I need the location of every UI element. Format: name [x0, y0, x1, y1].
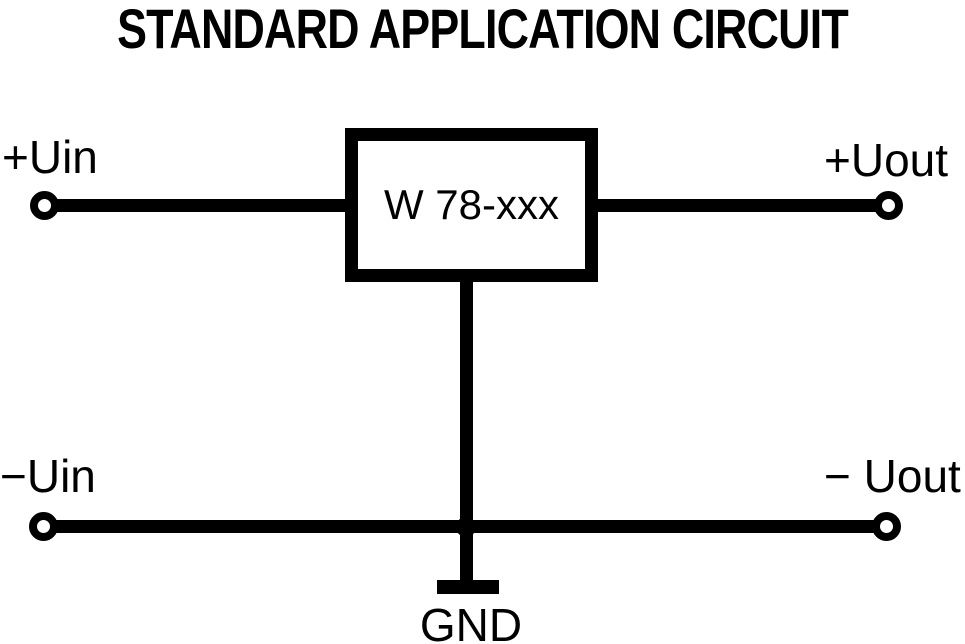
- wire-output-positive: [596, 199, 877, 212]
- label-output-negative: − Uout: [824, 450, 961, 502]
- wire-ground: [460, 272, 473, 585]
- regulator-label: W 78-xxx: [383, 181, 559, 228]
- label-input-negative: −Uin: [0, 450, 96, 502]
- diagram-title: STANDARD APPLICATION CIRCUIT: [117, 0, 849, 60]
- regulator-box: W 78-xxx: [345, 128, 598, 282]
- label-output-positive: +Uout: [824, 134, 949, 186]
- terminal-circle-input-positive: [30, 191, 59, 220]
- label-ground: GND: [419, 599, 523, 644]
- terminal-circle-input-negative: [29, 512, 58, 541]
- ground-symbol-bar: [437, 580, 499, 594]
- wire-input-positive: [52, 199, 347, 212]
- terminal-circle-output-positive: [874, 191, 903, 220]
- junction-dot: [451, 512, 481, 542]
- terminal-circle-output-negative: [872, 512, 901, 541]
- label-input-positive: +Uin: [2, 131, 98, 183]
